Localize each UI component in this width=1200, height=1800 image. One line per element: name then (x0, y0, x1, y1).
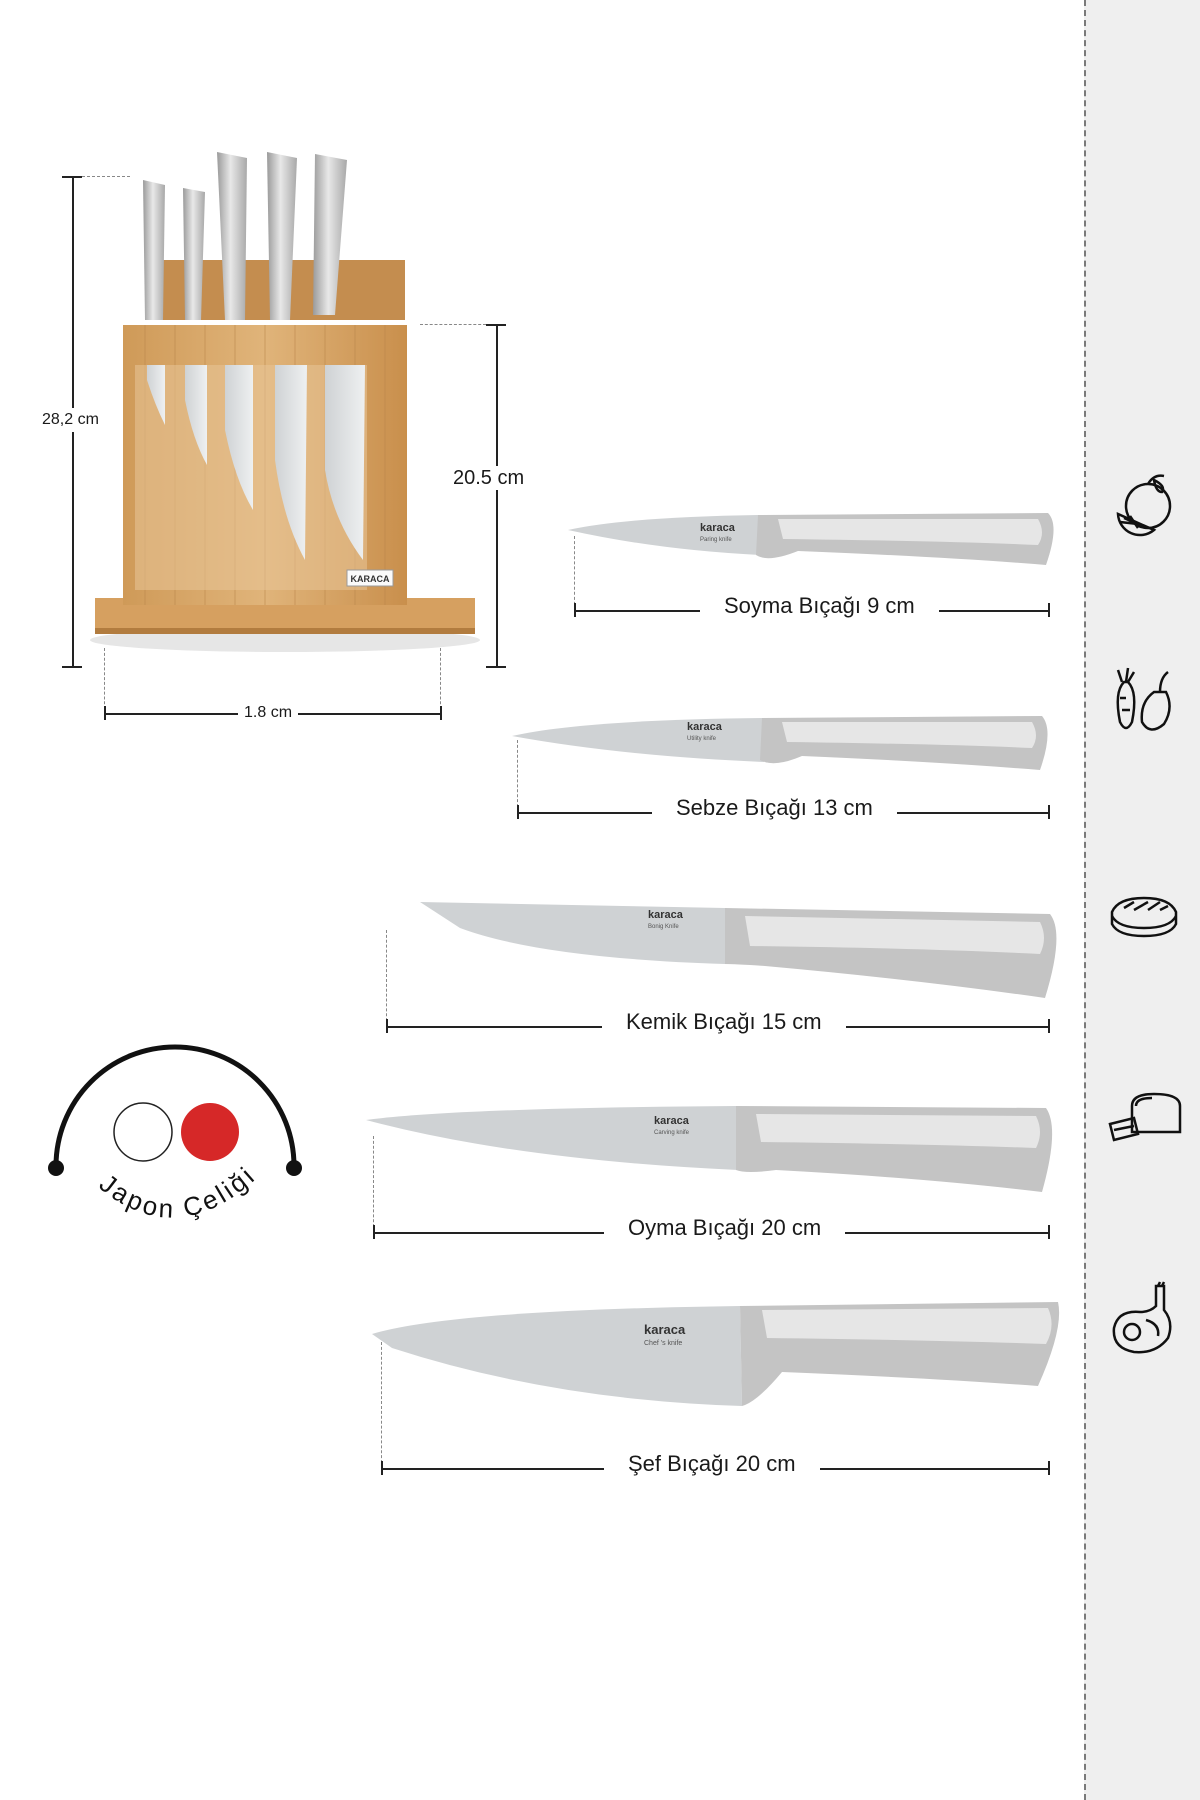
white-dot (113, 1102, 173, 1162)
boning-knife: karaca Bonig Knife (420, 898, 1060, 1008)
utility-sub: Utility knife (687, 736, 717, 742)
utility-label: Sebze Bıçağı 13 cm (652, 796, 897, 820)
japon-label: Japon Çeliği (94, 1160, 259, 1224)
utility-knife: karaca Utility knife (512, 708, 1052, 788)
utility-tick-left (517, 805, 519, 819)
carving-label: Oyma Bıçağı 20 cm (604, 1216, 846, 1240)
boning-tick-right (1048, 1019, 1050, 1033)
width-guide-left (104, 648, 105, 714)
steak-icon (1104, 876, 1184, 956)
svg-text:Japon Çeliği: Japon Çeliği (94, 1160, 262, 1224)
chef-label: Şef Bıçağı 20 cm (604, 1452, 820, 1476)
boning-sub: Bonig Knife (648, 924, 679, 930)
meat-chop-icon (1104, 1280, 1184, 1360)
width-tick-right (440, 706, 442, 720)
vegetables-icon (1104, 662, 1184, 742)
height-tick-bottom (62, 666, 82, 668)
chef-knife: karaca Chef 's knife (372, 1298, 1062, 1408)
carving-tick-right (1048, 1225, 1050, 1239)
inner-tick-bottom (486, 666, 506, 668)
utility-tick-right (1048, 805, 1050, 819)
inner-height-line (496, 324, 498, 666)
orange-icon (1104, 470, 1184, 550)
block-inner-height-label: 20.5 cm (447, 466, 531, 490)
chef-tick-left (381, 1461, 383, 1475)
boning-label: Kemik Bıçağı 15 cm (602, 1010, 846, 1034)
paring-brand: karaca (700, 522, 736, 534)
boning-brand: karaca (648, 909, 684, 921)
side-panel (1084, 0, 1200, 1800)
carving-sub: Carving knife (654, 1130, 690, 1136)
japanese-steel-badge: Japon Çeliği (40, 1010, 310, 1280)
knife-block-image: KARACA (85, 140, 485, 660)
carving-tick-left (373, 1225, 375, 1239)
utility-guide (517, 740, 518, 812)
height-guide (82, 176, 130, 177)
paring-tick-left (574, 603, 576, 617)
paring-knife: karaca Paring knife (568, 505, 1058, 585)
paring-guide (574, 536, 575, 610)
chef-sub: Chef 's knife (644, 1340, 682, 1347)
boning-tick-left (386, 1019, 388, 1033)
utility-brand: karaca (687, 721, 723, 733)
carving-brand: karaca (654, 1115, 690, 1127)
carving-knife: karaca Carving knife (366, 1100, 1056, 1200)
block-brand: KARACA (351, 574, 390, 584)
width-tick-left (104, 706, 106, 720)
red-dot (181, 1103, 239, 1161)
width-guide-right (440, 648, 441, 714)
chef-guide (381, 1342, 382, 1468)
paring-tick-right (1048, 603, 1050, 617)
chef-tick-right (1048, 1461, 1050, 1475)
paring-label: Soyma Bıçağı 9 cm (700, 594, 939, 618)
block-width-label: 1.8 cm (238, 701, 299, 725)
block-height-label: 28,2 cm (36, 408, 105, 432)
bread-icon (1104, 1080, 1184, 1160)
paring-sub: Paring knife (700, 537, 732, 543)
inner-height-guide (420, 324, 486, 325)
chef-brand: karaca (644, 1322, 686, 1337)
boning-guide (386, 930, 387, 1026)
carving-guide (373, 1136, 374, 1232)
